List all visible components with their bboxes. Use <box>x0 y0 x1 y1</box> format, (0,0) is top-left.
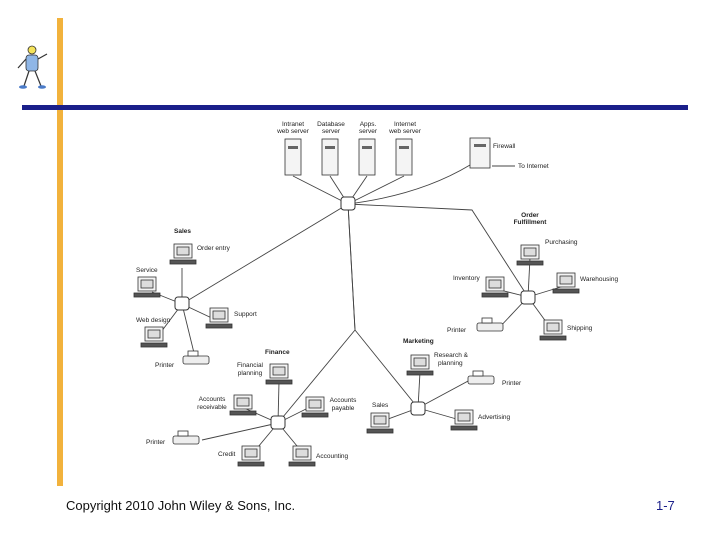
marketing-sales-label: Sales <box>372 402 389 409</box>
server-label: server <box>359 128 378 135</box>
stick-figure-mascot-icon <box>17 45 48 89</box>
fulfillment-printer-label: Printer <box>447 327 467 334</box>
sales-group-title: Sales <box>174 228 191 235</box>
server-label: Apps. <box>360 121 377 128</box>
web-design-label: Web design <box>136 317 171 324</box>
server-towers <box>284 137 491 176</box>
accounts-receivable-computer-icon <box>229 394 257 416</box>
research-planning-label: planning <box>438 360 463 367</box>
credit-label: Credit <box>218 451 236 458</box>
accounts-payable-label: Accounts <box>330 397 357 404</box>
support-computer-icon <box>205 307 233 329</box>
accounts-receivable-label: Accounts <box>199 396 226 403</box>
advertising-label: Advertising <box>478 414 511 421</box>
finance-printer-icon <box>172 430 200 445</box>
warehousing-label: Warehousing <box>580 276 618 283</box>
shipping-computer-icon <box>539 319 567 341</box>
marketing-hub <box>410 401 426 416</box>
intranet-web-server-icon <box>284 138 302 176</box>
accounts-receivable-label: receivable <box>197 404 227 411</box>
internet-web-server-icon <box>395 138 413 176</box>
research-planning-computer-icon <box>406 354 434 376</box>
purchasing-label: Purchasing <box>545 239 578 246</box>
server-label: Internet <box>394 121 416 128</box>
fulfillment-hub <box>520 290 536 305</box>
inventory-label: Inventory <box>453 275 480 282</box>
financial-planning-label: planning <box>238 370 263 377</box>
order-entry-label: Order entry <box>197 245 231 252</box>
credit-computer-icon <box>237 445 265 467</box>
server-label: web server <box>388 128 422 135</box>
service-label: Service <box>136 267 158 274</box>
finance-printer-label: Printer <box>146 439 166 446</box>
financial-planning-computer-icon <box>265 363 293 385</box>
fulfillment-title: Order <box>521 212 539 219</box>
firewall-label: Firewall <box>493 143 516 150</box>
copyright-footer: Copyright 2010 John Wiley & Sons, Inc. <box>66 498 296 513</box>
purchasing-computer-icon <box>516 244 544 266</box>
inventory-computer-icon <box>481 276 509 298</box>
research-planning-label: Research & <box>434 352 469 359</box>
advertising-computer-icon <box>450 409 478 431</box>
financial-planning-label: Financial <box>237 362 264 369</box>
server-label: Intranet <box>282 121 304 128</box>
server-label: web server <box>276 128 310 135</box>
apps-server-icon <box>358 138 376 176</box>
printers <box>172 317 504 445</box>
marketing-sales-computer-icon <box>366 412 394 434</box>
database-server-icon <box>321 138 339 176</box>
service-computer-icon <box>133 276 161 298</box>
finance-title: Finance <box>265 349 290 356</box>
diagram-labels: Intranet web server Database server Apps… <box>136 121 618 460</box>
sales-printer-icon <box>182 350 210 365</box>
accent-vertical-bar <box>57 18 63 486</box>
sales-hub <box>174 296 190 311</box>
web-design-computer-icon <box>140 326 168 348</box>
sales-printer-label: Printer <box>155 362 175 369</box>
accounting-label: Accounting <box>316 453 349 460</box>
accounting-computer-icon <box>288 445 316 467</box>
warehousing-computer-icon <box>552 272 580 294</box>
marketing-title: Marketing <box>403 338 434 345</box>
shipping-label: Shipping <box>567 325 593 332</box>
to-internet-label: To Internet <box>518 163 549 170</box>
server-label: server <box>322 128 341 135</box>
marketing-printer-icon <box>467 370 495 385</box>
workstations <box>133 243 580 467</box>
backbone-hub <box>340 196 356 211</box>
network-hubs <box>174 196 536 430</box>
accounts-payable-label: payable <box>332 405 355 412</box>
fulfillment-title: Fulfillment <box>514 219 548 226</box>
fulfillment-printer-icon <box>476 317 504 332</box>
order-entry-computer-icon <box>169 243 197 265</box>
finance-hub <box>270 415 286 430</box>
firewall-icon <box>469 137 491 169</box>
support-label: Support <box>234 311 257 318</box>
slide-number: 1-7 <box>656 498 675 513</box>
title-underline-bar <box>22 105 688 110</box>
accounts-payable-computer-icon <box>301 396 329 418</box>
marketing-printer-label: Printer <box>502 380 522 387</box>
server-label: Database <box>317 121 345 128</box>
